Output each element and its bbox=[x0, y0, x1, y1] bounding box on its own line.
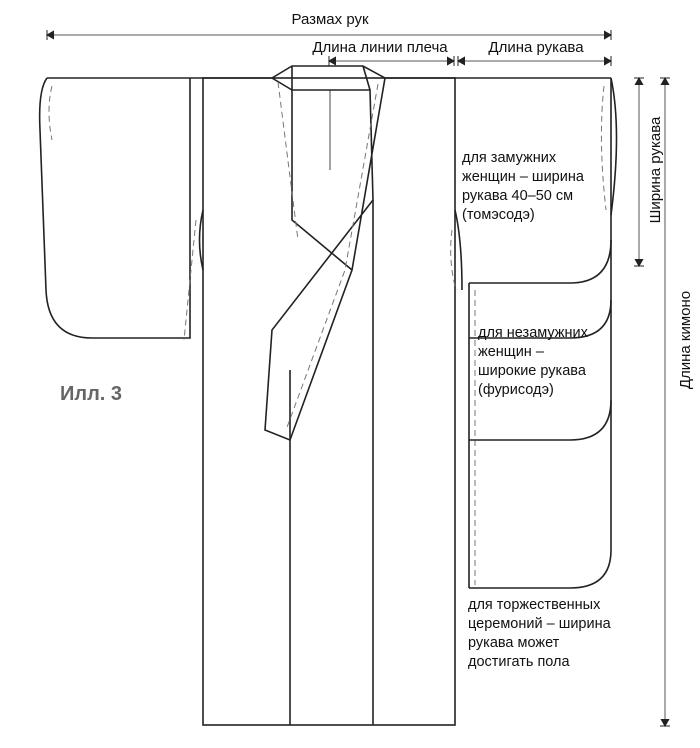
sleeve-length-dimension: Длина рукава bbox=[458, 39, 611, 61]
arm-span-dimension: Размах рук bbox=[47, 11, 611, 35]
shoulder-length-label: Длина линии плеча bbox=[312, 39, 448, 56]
note-line: для торжественных bbox=[468, 597, 601, 613]
arm-span-label: Размах рук bbox=[291, 11, 369, 28]
note-line: женщин – bbox=[478, 344, 545, 360]
note-line: церемоний – ширина bbox=[468, 616, 612, 632]
note-line: достигать пола bbox=[468, 654, 571, 670]
note-line: для незамужних bbox=[478, 325, 589, 341]
note-line: для замужних bbox=[462, 150, 557, 166]
note-line: женщин – ширина bbox=[462, 169, 585, 185]
sleeve-width-label: Ширина рукава bbox=[647, 116, 664, 223]
sleeve-width-dimension: Ширина рукава bbox=[639, 78, 664, 266]
note-line: рукава 40–50 см bbox=[462, 188, 573, 204]
note-line: широкие рукава bbox=[478, 363, 587, 379]
kimono-length-label: Длина кимоно bbox=[677, 291, 694, 389]
kimono-length-dimension: Длина кимоно bbox=[665, 78, 694, 726]
note-line: (томэсодэ) bbox=[462, 207, 535, 223]
note-unmarried: для незамужних женщин – широкие рукава (… bbox=[478, 325, 589, 398]
note-line: рукава может bbox=[468, 635, 560, 651]
sleeve-length-label: Длина рукава bbox=[488, 39, 584, 56]
kimono-outline bbox=[38, 65, 618, 726]
note-line: (фурисодэ) bbox=[478, 382, 554, 398]
shoulder-length-dimension: Длина линии плеча bbox=[312, 39, 454, 61]
figure-label: Илл. 3 bbox=[60, 383, 122, 405]
note-married: для замужних женщин – ширина рукава 40–5… bbox=[462, 150, 585, 223]
note-ceremonial: для торжественных церемоний – ширина рук… bbox=[468, 597, 612, 670]
